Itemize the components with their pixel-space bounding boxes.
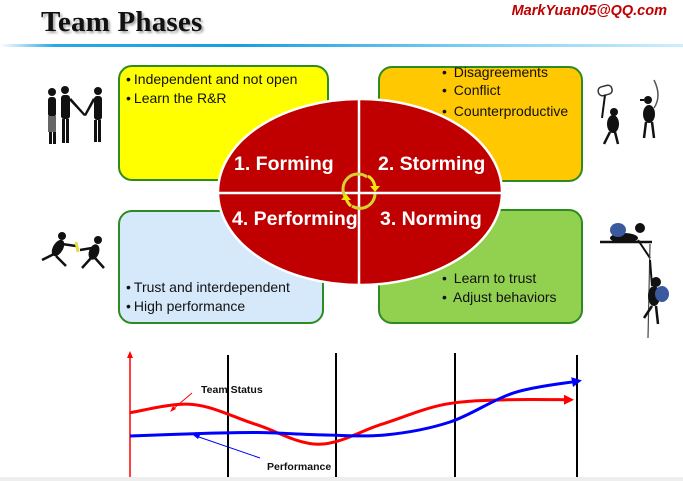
norming-point: • Adjust behaviors <box>442 288 581 307</box>
footer-bar <box>0 477 683 481</box>
performance-pointer-head <box>193 435 200 439</box>
bullet: • <box>126 90 131 106</box>
storming-point: • Conflict <box>442 81 581 99</box>
storming-point-text: Conflict <box>453 82 501 98</box>
phase-label-forming: 1. Forming <box>234 153 334 175</box>
performance-line <box>129 379 579 438</box>
phase-label-performing: 4. Performing <box>232 208 358 230</box>
forming-point: •Learn the R&R <box>126 89 327 108</box>
bullet: • <box>442 64 447 80</box>
storming-point-text: Disagreements <box>453 64 548 80</box>
performing-point-text: High performance <box>133 298 246 314</box>
bullet: • <box>126 71 131 87</box>
page-title: Team Phases <box>41 6 203 38</box>
storming-point: • Disagreements <box>442 63 581 81</box>
climbers-helping-icon <box>600 223 669 339</box>
phase-label-storming: 2. Storming <box>378 153 486 175</box>
bullet: • <box>126 279 131 295</box>
storming-point-text: Counterproductive <box>453 103 569 119</box>
legend-team-status: Team Status <box>201 384 263 396</box>
bullet: • <box>442 289 447 305</box>
performing-point: •High performance <box>126 297 322 316</box>
people-shaking-hands-icon <box>48 86 102 144</box>
bullet: • <box>442 103 447 119</box>
team-status-pointer <box>171 392 193 411</box>
team-status-pointer-head <box>170 406 176 412</box>
circular-arrows-icon <box>341 172 380 210</box>
bullet: • <box>442 82 447 98</box>
forming-point-text: Learn the R&R <box>133 90 227 106</box>
forming-point: •Independent and not open <box>126 70 327 89</box>
relay-runners-icon <box>41 232 105 269</box>
performance-pointer <box>195 435 261 459</box>
norming-point-text: Adjust behaviors <box>453 289 557 305</box>
title-underline <box>0 44 683 47</box>
team-phase-chart <box>127 351 582 477</box>
performing-point: •Trust and interdependent <box>126 278 322 297</box>
author-email: MarkYuan05@QQ.com <box>511 3 667 19</box>
storming-point: • Counterproductive <box>442 102 581 120</box>
legend-performance: Performance <box>267 461 332 473</box>
team-status-line <box>129 397 571 446</box>
phase-cycle-ellipse <box>216 97 504 287</box>
phase-label-norming: 3. Norming <box>380 208 482 230</box>
performing-point-text: Trust and interdependent <box>133 279 290 295</box>
people-fighting-icon <box>597 79 659 145</box>
norming-point-text: Learn to trust <box>453 270 537 286</box>
team-status-arrowhead <box>564 394 574 405</box>
y-axis-arrowhead <box>127 351 133 358</box>
norming-point: • Learn to trust <box>442 269 581 288</box>
bullet: • <box>442 270 447 286</box>
performance-arrowhead <box>571 377 582 388</box>
bullet: • <box>126 298 131 314</box>
forming-point-text: Independent and not open <box>133 71 298 87</box>
